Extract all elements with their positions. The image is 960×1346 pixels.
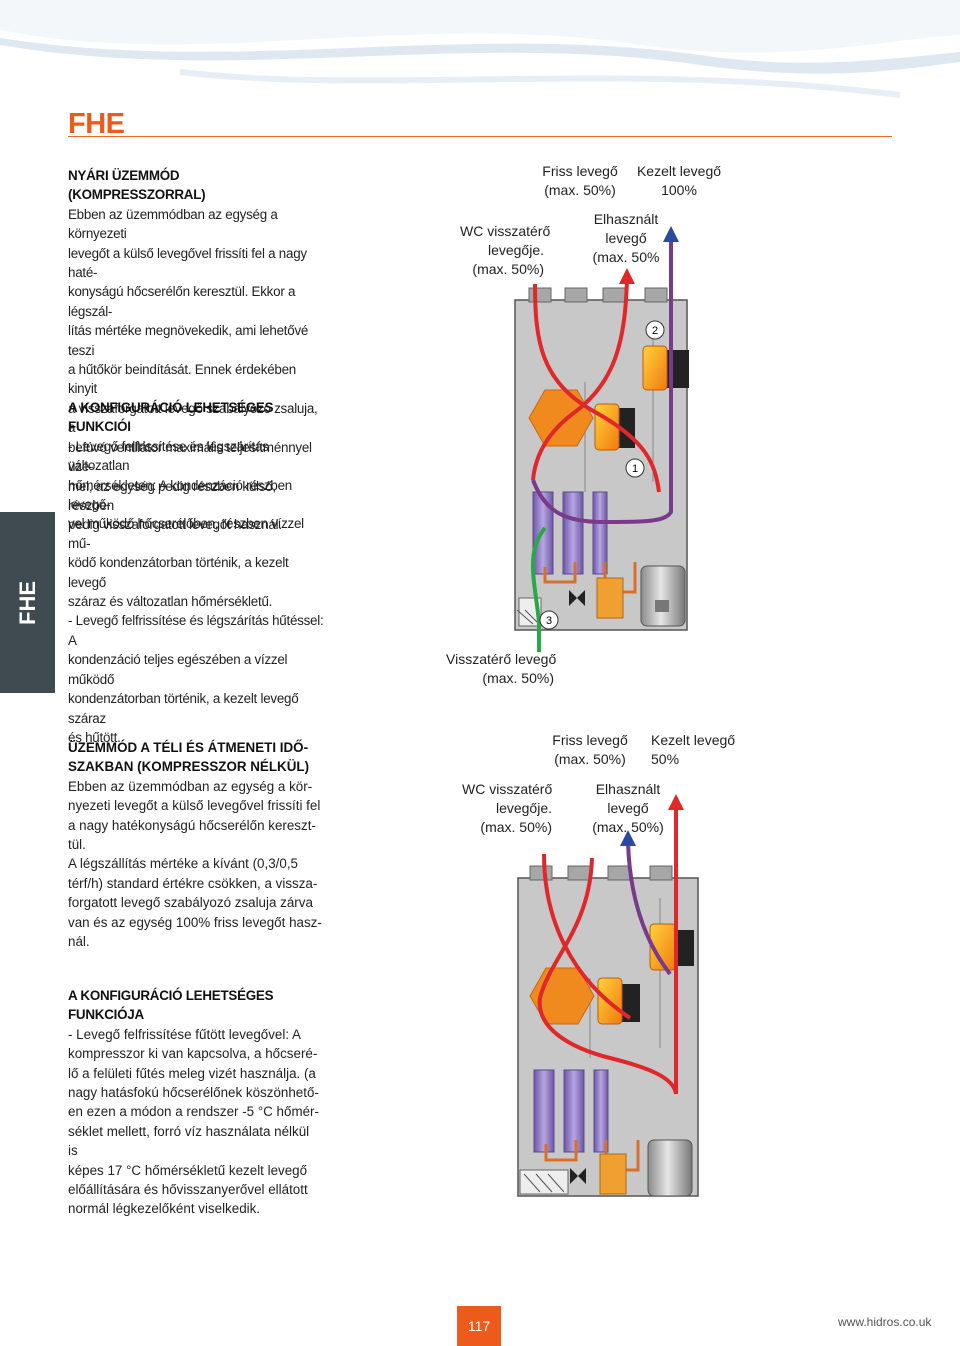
label-line: levegő [590,229,662,248]
label-line: 100% [634,181,724,200]
side-tab-label: FHE [15,581,41,625]
summer-mode-heading-line1: NYÁRI ÜZEMMÓD [68,166,324,185]
text-line: nyezeti levegőt a külső levegővel frissí… [68,796,322,815]
label-line: Elhasznált [590,210,662,229]
text-line: - Levegő felfrissítése és légszárítás hű… [68,611,324,650]
text-line: tül. [68,835,322,854]
text-line: ködő kondenzátorban történik, a kezelt l… [68,553,324,592]
text-line: Ebben az üzemmódban az egység a kör- [68,777,322,796]
winter-mode-heading-line2: SZAKBAN (KOMPRESSZOR NÉLKÜL) [68,757,322,776]
label-line: WC visszatérő [460,222,544,241]
text-line: kompresszor ki van kapcsolva, a hőcseré- [68,1044,322,1063]
text-line: normál légkezelőként viselkedik. [68,1199,322,1218]
diagram-marker-2: 2 [652,325,658,337]
text-line: térf/h) standard értékre csökken, a viss… [68,874,322,893]
label-line: (max. 50%) [590,818,666,837]
config-functions-section: A KONFIGURÁCIÓ LEHETSÉGES FUNKCIÓI - Lev… [68,398,324,747]
summer-mode-airflow-diagram: 2 1 3 [505,222,695,652]
text-line: levegőt a külső levegővel frissíti fel a… [68,244,324,283]
text-line: lő a felületi fűtés meleg vizét használj… [68,1064,322,1083]
summer-mode-heading-line2: (KOMPRESSZORRAL) [68,185,324,204]
label-line: Elhasznált [590,780,666,799]
config-functions-heading: A KONFIGURÁCIÓ LEHETSÉGES FUNKCIÓI [68,398,324,437]
winter-mode-section: ÜZEMMÓD A TÉLI ÉS ÁTMENETI IDŐ- SZAKBAN … [68,738,322,951]
text-line: képes 17 °C hőmérsékletű kezelt levegő [68,1161,322,1180]
winter-mode-heading-line1: ÜZEMMÓD A TÉLI ÉS ÁTMENETI IDŐ- [68,738,322,757]
return-air-label: Visszatérő levegő(max. 50%) [446,650,554,688]
label-line: (max. 50%) [548,750,632,769]
diagram-marker-1: 1 [632,463,638,475]
text-line: konyságú hőcserélőn keresztül. Ekkor a l… [68,282,324,321]
page-number: 117 [457,1306,501,1346]
fresh-air-label-2: Friss levegő(max. 50%) [548,731,632,769]
text-line: a hűtőkör beindítását. Ennek érdekében k… [68,360,324,399]
diagram-marker-3: 3 [546,615,552,627]
text-line: száraz és változatlan hőmérsékletű. [68,592,324,611]
label-line: (max. 50%) [462,818,552,837]
text-line: - Levegő felfrissítése fűtött levegővel:… [68,1025,322,1044]
text-line: van és az egység 100% friss levegőt hasz… [68,913,322,932]
side-tab: FHE [0,512,55,693]
label-line: Kezelt levegő [634,162,724,181]
text-line: előállítására és hővisszanyerővel elláto… [68,1180,322,1199]
label-line: levegője. [460,241,544,260]
text-line: Ebben az üzemmódban az egység a környeze… [68,205,324,244]
label-line: (max. 50%) [460,260,544,279]
label-line: Friss levegő [540,162,620,181]
text-line: a nagy hatékonyságú hőcserélőn kereszt- [68,816,322,835]
label-line: (max. 50%) [540,181,620,200]
website-link[interactable]: www.hidros.co.uk [838,1315,931,1329]
text-line: lítás mértéke megnövekedik, ami lehetővé… [68,321,324,360]
label-line: Visszatérő levegő [446,650,554,669]
text-line: forgatott levegő szabályozó zsaluja zárv… [68,893,322,912]
label-line: Friss levegő [548,731,632,750]
text-line: séklet mellett, forró víz használata nél… [68,1122,322,1161]
config-function-section: A KONFIGURÁCIÓ LEHETSÉGES FUNKCIÓJA - Le… [68,986,322,1219]
label-line: Kezelt levegő [651,731,741,750]
text-line: hőmérsékleten: A kondenzáció részben lev… [68,476,324,515]
header-wave-decoration [0,0,960,110]
text-line: en ezen a módon a rendszer -5 °C hőmér- [68,1102,322,1121]
text-line: kondenzáció teljes egészében a vízzel mű… [68,650,324,689]
label-line: levegője. [462,799,552,818]
text-line: vel működő hőcserélőben, részben vízzel … [68,514,324,553]
title-divider [68,136,892,137]
text-line: nál. [68,932,322,951]
config-function-heading: A KONFIGURÁCIÓ LEHETSÉGES FUNKCIÓJA [68,986,322,1025]
text-line: A légszállítás mértéke a kívánt (0,3/0,5 [68,854,322,873]
label-line: (max. 50% [590,248,662,267]
label-line: levegő [590,799,666,818]
label-line: 50% [651,750,741,769]
label-line: WC visszatérő [462,780,552,799]
text-line: kondenzátorban történik, a kezelt levegő… [68,689,324,728]
fresh-air-label: Friss levegő(max. 50%) [540,162,620,200]
winter-mode-airflow-diagram [510,788,700,1208]
text-line: - Levegő felfrissítése és légszárítás vá… [68,437,324,476]
label-line: (max. 50%) [446,669,554,688]
text-line: nagy hatásfokú hőcserélőnek köszönhető- [68,1083,322,1102]
